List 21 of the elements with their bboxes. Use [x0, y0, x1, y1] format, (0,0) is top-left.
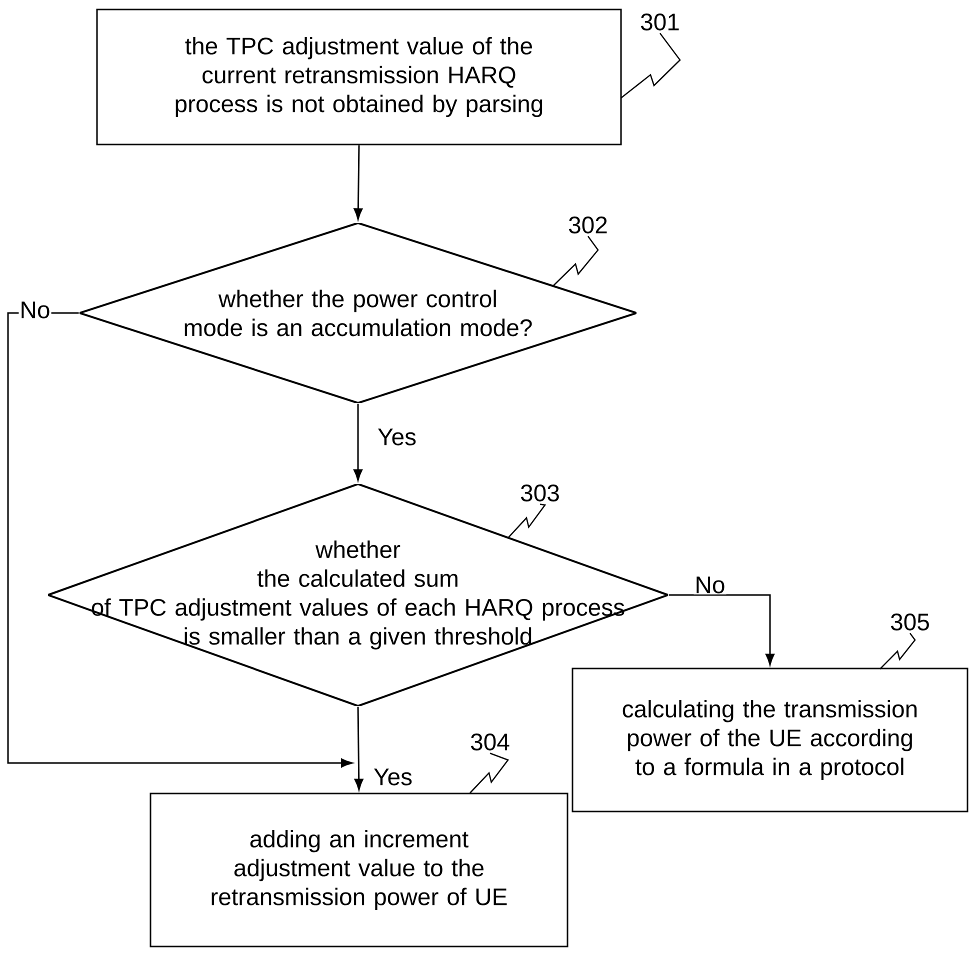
leader-line	[470, 752, 510, 794]
leader-line	[620, 32, 681, 99]
arrow	[354, 145, 363, 220]
process-box: the TPC adjustment value of the current retransmission HARQ process is not obtained by parsing	[96, 8, 622, 146]
callout-number: 303	[520, 484, 559, 502]
callout-number: 305	[890, 614, 929, 630]
edge-label: No	[694, 576, 726, 594]
callout-number: 301	[640, 14, 679, 30]
leader-line	[880, 632, 916, 670]
leader-line	[552, 236, 599, 286]
arrow	[354, 404, 362, 481]
callout-number: 304	[470, 734, 510, 750]
edge-label: Yes	[372, 768, 414, 786]
arrow	[354, 706, 364, 790]
process-box: adding an increment adjustment value to the retransmission power of UE	[150, 792, 568, 948]
arrow	[668, 594, 774, 666]
edge-label: Yes	[376, 428, 418, 446]
edge-label: No	[18, 300, 52, 320]
process-box: calculating the transmission power of the UE according to a formula in a protocol	[572, 668, 968, 812]
arrow	[7, 312, 353, 768]
leader-line	[508, 504, 546, 538]
